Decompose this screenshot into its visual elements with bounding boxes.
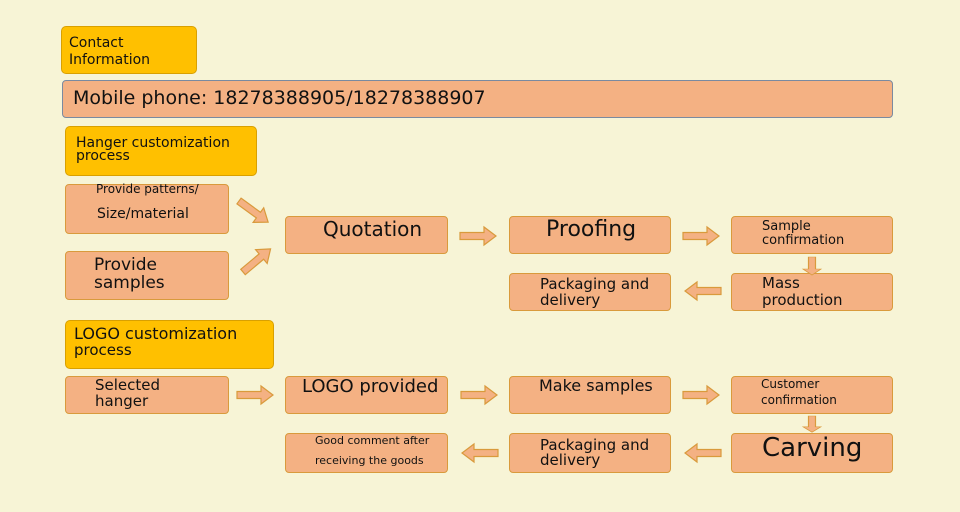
provide-samples-box: Provide samples <box>65 251 229 300</box>
logo-title-line1: LOGO customization <box>74 324 238 343</box>
contact-title-line1: Contact <box>69 35 124 51</box>
arrow-sample-confirmation-to-mass-production <box>802 256 822 276</box>
make-samples-box: Make samples <box>509 376 671 414</box>
mass-production-line2: production <box>762 291 843 309</box>
arrow-packaging-to-good-comment <box>461 443 499 463</box>
hanger-packaging-line1: Packaging and <box>540 275 650 293</box>
contact-header: Contact Information <box>61 26 197 74</box>
logo-packaging-line1: Packaging and <box>540 436 650 454</box>
arrow-selected-to-logo-provided <box>236 385 274 405</box>
selected-hanger-box: Selected hanger <box>65 376 229 414</box>
mobile-phone-box: Mobile phone: 18278388905/18278388907 <box>62 80 893 118</box>
provide-patterns-line2: Size/material <box>97 206 189 222</box>
mass-production-line1: Mass <box>762 274 800 292</box>
arrow-mass-production-to-packaging <box>684 281 722 301</box>
provide-samples-line1: Provide <box>94 255 158 275</box>
arrow-make-samples-to-customer-confirmation <box>682 385 720 405</box>
good-comment-line2: receiving the goods <box>315 454 424 467</box>
proofing-box: Proofing <box>509 216 671 254</box>
selected-hanger-line1: Selected <box>95 376 161 394</box>
arrow-carving-to-packaging <box>684 443 722 463</box>
carving-text: Carving <box>762 433 863 463</box>
hanger-packaging-line2: delivery <box>540 291 601 309</box>
hanger-title-line1: Hanger customization <box>76 135 230 151</box>
hanger-packaging-box: Packaging and delivery <box>509 273 671 311</box>
sample-confirmation-box: Sample confirmation <box>731 216 893 254</box>
customer-confirmation-box: Customer confirmation <box>731 376 893 414</box>
sample-confirmation-line1: Sample <box>762 219 811 234</box>
arrow-samples-to-quotation <box>236 241 277 280</box>
quotation-box: Quotation <box>285 216 448 254</box>
contact-title-line2: Information <box>69 52 151 68</box>
logo-provided-text: LOGO provided <box>302 376 439 397</box>
provide-samples-line2: samples <box>94 273 165 293</box>
proofing-text: Proofing <box>546 217 637 242</box>
mobile-phone-text: Mobile phone: 18278388905/18278388907 <box>73 87 486 109</box>
mass-production-box: Mass production <box>731 273 893 311</box>
logo-title-line2: process <box>74 341 132 359</box>
logo-provided-box: LOGO provided <box>285 376 448 414</box>
make-samples-text: Make samples <box>539 376 653 395</box>
carving-box: Carving <box>731 433 893 473</box>
customer-confirmation-line1: Customer <box>761 377 820 391</box>
good-comment-line1: Good comment after <box>315 434 430 447</box>
logo-packaging-line2: delivery <box>540 451 601 469</box>
quotation-text: Quotation <box>323 217 423 241</box>
logo-packaging-box: Packaging and delivery <box>509 433 671 473</box>
sample-confirmation-line2: confirmation <box>762 233 845 248</box>
selected-hanger-line2: hanger <box>95 392 149 410</box>
arrow-quotation-to-proofing <box>459 226 497 246</box>
provide-patterns-box: Provide patterns/ Size/material <box>65 182 229 234</box>
arrow-proofing-to-sample-confirmation <box>682 226 720 246</box>
customer-confirmation-line2: confirmation <box>761 393 837 407</box>
hanger-header: Hanger customization process <box>65 126 257 176</box>
provide-patterns-line1: Provide patterns/ <box>96 182 199 196</box>
arrow-logo-provided-to-make-samples <box>460 385 498 405</box>
good-comment-box: Good comment after receiving the goods <box>285 433 448 473</box>
logo-header: LOGO customization process <box>65 320 274 369</box>
arrow-customer-confirmation-to-carving <box>802 415 822 433</box>
arrow-patterns-to-quotation <box>233 193 275 231</box>
hanger-title-line2: process <box>76 148 130 164</box>
